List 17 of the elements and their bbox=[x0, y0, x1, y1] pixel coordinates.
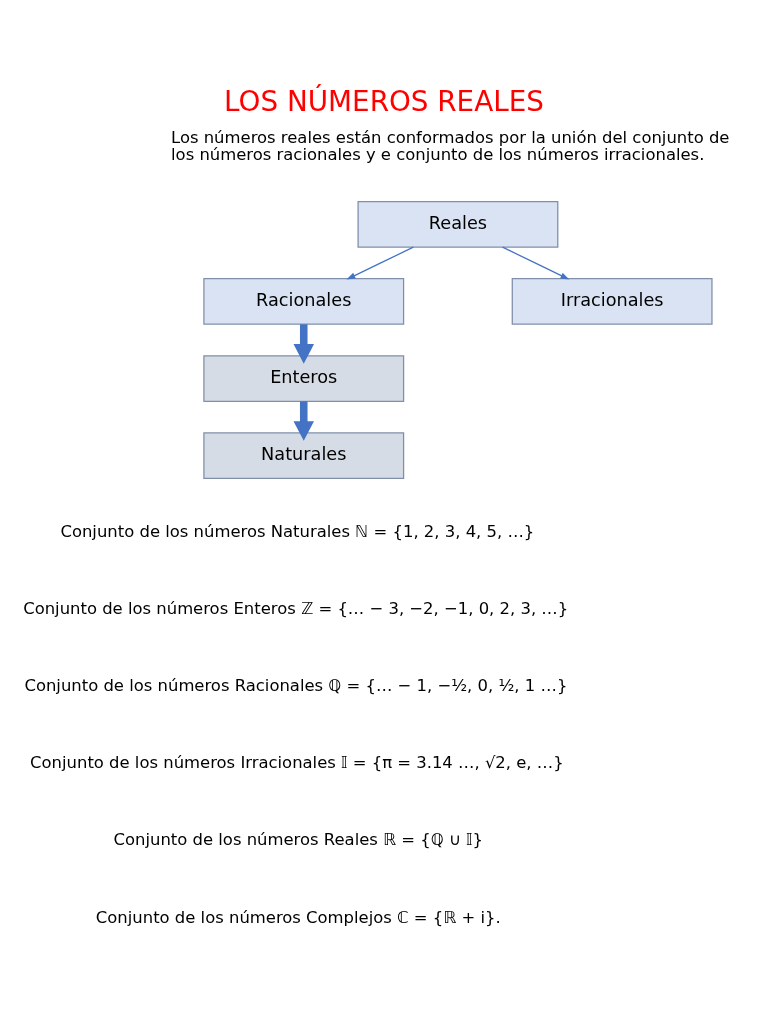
label: Conjunto de los números Naturales ℕ = {1, 2, 3, 4, 5, …} bbox=[60, 521, 535, 541]
node-box: Irracionales bbox=[511, 277, 713, 325]
arrow bbox=[293, 323, 314, 364]
label: Los números reales están conformados por la unión del conjunto de los números racionales y e conjunto de los números irracionales. bbox=[171, 127, 730, 164]
label: Conjunto de los números Complejos ℂ = {ℝ + i}. bbox=[95, 906, 501, 926]
node-box: Enteros bbox=[203, 354, 405, 402]
arrow bbox=[501, 246, 570, 279]
label: Conjunto de los números Reales ℝ = {ℚ ∪ 𝕀} bbox=[113, 829, 484, 849]
arrow bbox=[293, 400, 314, 441]
label: Conjunto de los números Racionales ℚ = {… − 1, −½, 0, ½, 1 …} bbox=[24, 675, 568, 695]
node-box: Racionales bbox=[203, 277, 405, 325]
diagram-title: LOS NÚMEROS REALES bbox=[224, 84, 544, 118]
arrow bbox=[346, 246, 414, 279]
node-box: Naturales bbox=[203, 431, 405, 479]
label: Conjunto de los números Enteros ℤ = {… − 3, −2, −1, 0, 2, 3, …} bbox=[23, 598, 569, 618]
label: Conjunto de los números Irracionales 𝕀 = {π = 3.14 …, √2, e, …} bbox=[30, 752, 564, 772]
node-box: Reales bbox=[357, 200, 559, 248]
